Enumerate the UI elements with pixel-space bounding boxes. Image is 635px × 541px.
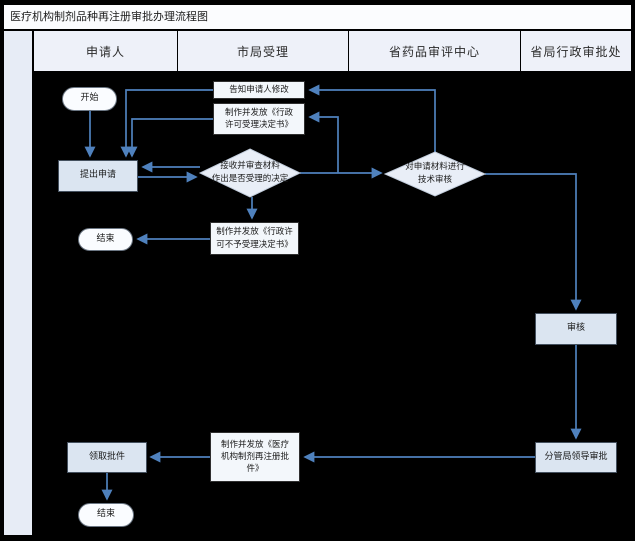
lane-header-evaluation-center: 省药品审评中心 — [348, 30, 521, 72]
leader-approval-label: 分管局领导审批 — [544, 451, 608, 462]
acceptance-review-diamond — [198, 148, 302, 198]
notify-modify-box: 告知申请人修改 — [213, 81, 305, 99]
end-first-label: 结束 — [96, 233, 115, 244]
lane-header-label: 市局受理 — [236, 44, 289, 59]
issue-approval-line1: 制作并发放《医疗 — [220, 439, 289, 450]
acceptance-decision-line2: 许可受理决定书》 — [224, 120, 293, 130]
review-decision-line2: 作出是否受理的决定 — [211, 174, 289, 184]
submit-label: 提出申请 — [79, 170, 116, 181]
tech-review-line1: 对申请材料进行 — [405, 162, 465, 173]
left-margin-strip — [3, 30, 33, 536]
end-terminator-second: 结束 — [78, 503, 134, 527]
start-label: 开始 — [80, 93, 99, 104]
receive-approval-box: 领取批件 — [67, 442, 147, 473]
acceptance-review-diamond-label: 接收并审查材料 作出是否受理的决定 — [200, 149, 300, 197]
end-second-label: 结束 — [96, 509, 115, 520]
submit-application-box: 提出申请 — [58, 160, 138, 192]
rejection-decision-box: 制作并发放《行政许 可不予受理决定书》 — [210, 222, 299, 255]
issue-approval-line2: 机构制剂再注册批 — [220, 451, 289, 462]
tech-review-line2: 技术审核 — [417, 175, 452, 185]
review-decision-line1: 接收并审查材料 — [220, 161, 280, 172]
acceptance-decision-line1: 制作并发放《行政 — [224, 107, 293, 118]
lane-header-applicant: 申请人 — [33, 30, 178, 72]
lane-header-label: 申请人 — [85, 44, 125, 59]
rejection-decision-line1: 制作并发放《行政许 — [216, 227, 293, 238]
start-terminator: 开始 — [62, 87, 117, 111]
lane-header-city-bureau: 市局受理 — [177, 30, 349, 72]
technical-review-diamond — [383, 151, 487, 197]
receive-approval-label: 领取批件 — [88, 451, 125, 462]
end-terminator-first: 结束 — [78, 228, 133, 251]
rejection-decision-line2: 可不予受理决定书》 — [216, 239, 293, 250]
notify-label: 告知申请人修改 — [229, 84, 289, 95]
issue-approval-box: 制作并发放《医疗 机构制剂再注册批 件》 — [210, 432, 300, 482]
issue-approval-line3: 件》 — [246, 464, 264, 475]
lane-header-label: 省局行政审批处 — [530, 44, 622, 59]
flowchart-title: 医疗机构制剂品种再注册审批办理流程图 — [3, 4, 632, 30]
audit-label: 审核 — [566, 323, 585, 334]
leader-approval-box: 分管局领导审批 — [535, 442, 617, 473]
flowchart-title-text: 医疗机构制剂品种再注册审批办理流程图 — [10, 10, 208, 23]
technical-review-diamond-label: 对申请材料进行 技术审核 — [385, 152, 485, 196]
lane-header-label: 省药品审评中心 — [388, 44, 480, 59]
audit-box: 审核 — [535, 313, 617, 345]
acceptance-decision-box: 制作并发放《行政 许可受理决定书》 — [213, 103, 305, 135]
lane-header-admin-approval: 省局行政审批处 — [520, 30, 632, 72]
